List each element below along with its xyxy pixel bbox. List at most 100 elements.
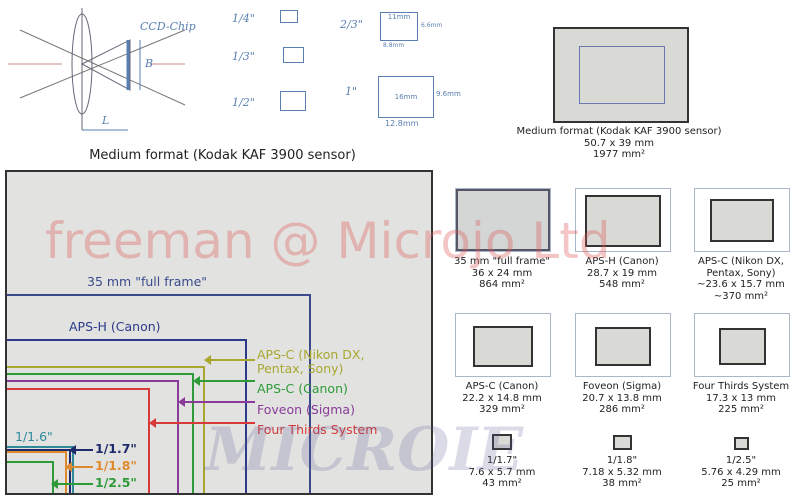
card-dims: 36 x 24 mm — [471, 267, 533, 279]
card-area: 38 mm² — [602, 478, 642, 489]
lens-diagram — [8, 8, 186, 131]
aps-c-nikon-label-2: Pentax, Sony) — [257, 361, 344, 376]
card-name-2: Pentax, Sony) — [706, 267, 776, 279]
sensor-card — [694, 313, 790, 377]
sketch-label: 1/3" — [232, 50, 255, 63]
sensor-sketch — [280, 91, 306, 111]
sensor-sketch: 16mm — [378, 76, 434, 118]
b-label: B — [145, 57, 154, 70]
sketch-dim: 6.6mm — [421, 22, 443, 29]
aps-c-nikon-rect — [7, 366, 205, 493]
card-dims: 50.7 x 39 mm — [584, 137, 654, 149]
aps-c-canon-rect — [7, 373, 194, 493]
aps-c-canon-arrow — [193, 376, 255, 386]
sketch-label: 2/3" — [340, 18, 363, 31]
sensor-sketch — [280, 10, 298, 23]
s25-rect — [7, 461, 54, 493]
four-thirds-arrow — [149, 418, 255, 428]
card-dims: 20.7 x 13.8 mm — [582, 392, 662, 404]
sensor-card — [575, 188, 671, 252]
sensor-card — [575, 313, 671, 377]
sketch-diag: 11mm — [387, 13, 411, 21]
card-dims: ~23.6 x 15.7 mm — [697, 279, 785, 290]
card-area: 329 mm² — [479, 404, 525, 415]
sketch-dim: 8.8mm — [383, 42, 405, 49]
medium-format-caption: Medium format (Kodak KAF 3900 sensor) 50… — [494, 126, 744, 161]
sensor-card — [694, 188, 790, 252]
four-thirds-label: Four Thirds System — [257, 422, 378, 437]
full-frame-rect — [7, 294, 311, 493]
card-name: APS-H (Canon) — [585, 256, 659, 267]
card-area: 548 mm² — [599, 279, 645, 290]
card-name: APS-C (Nikon DX, — [698, 256, 784, 267]
four-thirds-rect — [7, 388, 150, 493]
card-dims: 17.3 x 13 mm — [706, 392, 776, 404]
card-area: 286 mm² — [599, 404, 645, 415]
card-dims: 22.2 x 14.8 mm — [462, 392, 542, 404]
card-dims: 28.7 x 19 mm — [587, 267, 657, 279]
s16-label: 1/1.6" — [15, 429, 53, 444]
card-area: 225 mm² — [718, 404, 764, 415]
aps-c-nikon-label: APS-C (Nikon DX, — [257, 347, 365, 362]
sketch-label: 1/2" — [232, 96, 255, 109]
sketch-label: 1" — [345, 85, 358, 98]
s18-rect — [7, 451, 67, 493]
card-name: Medium format (Kodak KAF 3900 sensor) — [516, 126, 722, 137]
sketch-label: 1/4" — [232, 12, 255, 25]
foveon-arrow — [178, 397, 255, 407]
card-dims: 7.6 x 5.7 mm — [468, 466, 536, 478]
sensor-icon — [613, 435, 632, 450]
card-name: Four Thirds System — [692, 381, 790, 392]
sensor-card — [455, 313, 551, 377]
ccd-chip-label: CCD-Chip — [140, 20, 196, 33]
card-area: 25 mm² — [721, 478, 761, 489]
aps-c-nikon-arrow — [204, 355, 255, 365]
sensor-icon — [734, 437, 749, 450]
sensor-caption: APS-C (Nikon DX,Pentax, Sony)~23.6 x 15.… — [676, 256, 800, 302]
s25-arrow — [51, 479, 93, 489]
card-name: 1/1.8" — [606, 455, 638, 466]
card-name: 35 mm "full frame" — [453, 256, 550, 267]
s16-rect — [7, 446, 74, 493]
aps-c-canon-label: APS-C (Canon) — [257, 381, 348, 396]
card-area: 43 mm² — [482, 478, 522, 489]
full-frame-label: 35 mm "full frame" — [87, 274, 208, 289]
full-frame-overlay — [579, 46, 665, 104]
card-name: APS-C (Canon) — [465, 381, 539, 392]
card-name: 1/2.5" — [725, 455, 757, 466]
s17-label: 1/1.7" — [95, 441, 137, 456]
aps-h-rect — [7, 339, 247, 493]
medium-format-card — [553, 27, 689, 123]
card-dims: 7.18 x 5.32 mm — [582, 466, 662, 478]
card-name: Foveon (Sigma) — [582, 381, 662, 392]
medium-format-box: 35 mm "full frame" APS-H (Canon) APS-C (… — [5, 170, 433, 495]
s25-label: 1/2.5" — [95, 475, 137, 490]
foveon-label: Foveon (Sigma) — [257, 402, 355, 417]
aps-h-label: APS-H (Canon) — [69, 319, 161, 334]
card-area: 864 mm² — [479, 279, 525, 290]
foveon-rect — [7, 380, 179, 493]
card-dims: 5.76 x 4.29 mm — [701, 466, 781, 478]
big-diagram-title: Medium format (Kodak KAF 3900 sensor) — [89, 148, 356, 163]
sensor-sketch: 11mm — [380, 12, 418, 41]
sketch-dim: 12.8mm — [385, 119, 419, 128]
sensor-sketch — [283, 47, 304, 63]
sensor-card — [455, 188, 551, 252]
sketch-dim: 9.6mm — [436, 90, 461, 98]
card-name: 1/1.7" — [486, 455, 518, 466]
s18-arrow — [65, 462, 93, 472]
sketch-diag: 16mm — [394, 93, 418, 101]
card-area: 1977 mm² — [592, 149, 646, 160]
s18-label: 1/1.8" — [95, 458, 137, 473]
s17-arrow — [69, 445, 93, 455]
sensor-icon — [492, 434, 512, 450]
card-area: ~370 mm² — [713, 290, 769, 302]
